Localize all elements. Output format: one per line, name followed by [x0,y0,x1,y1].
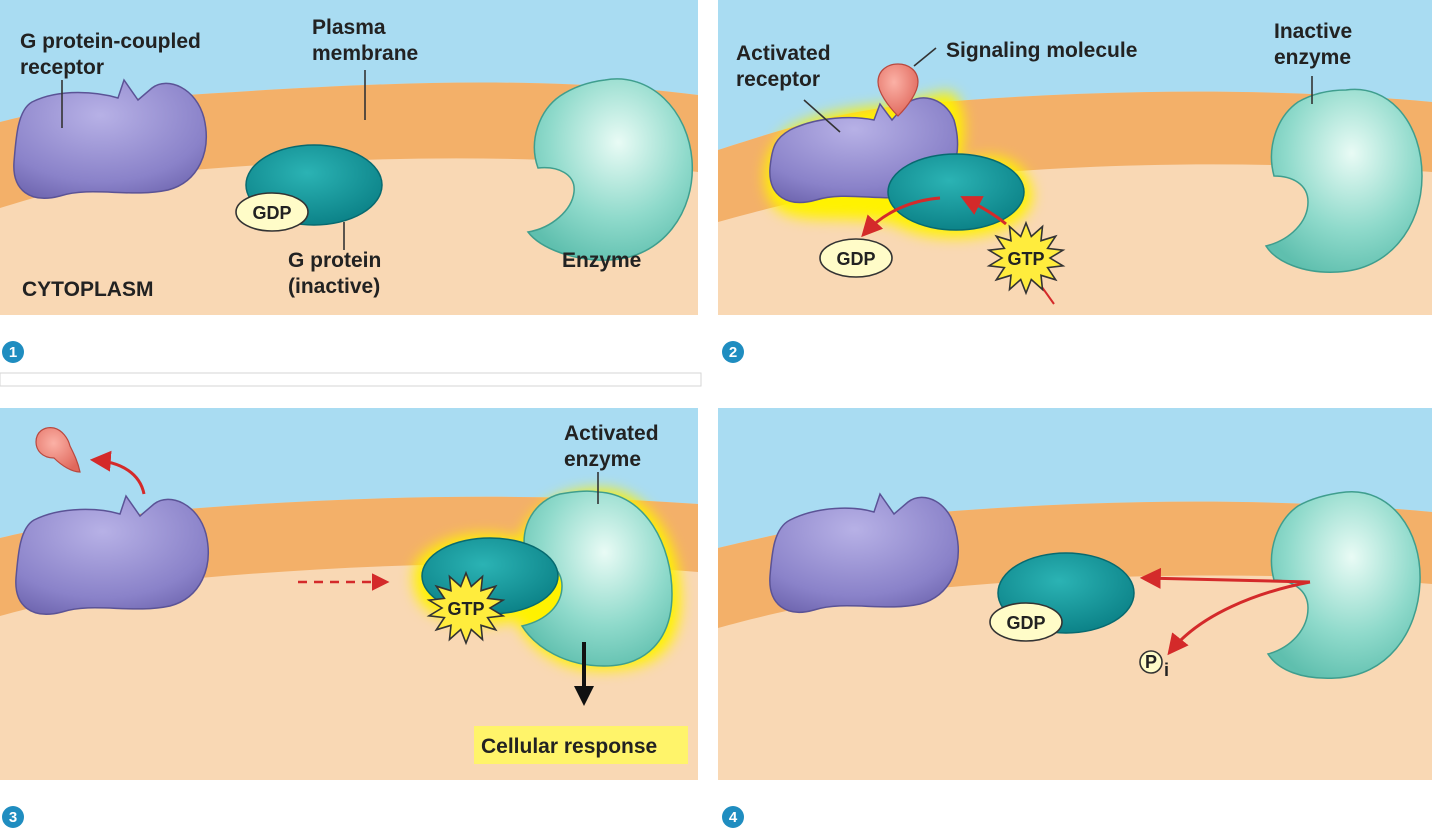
gdp-label-1: GDP [252,203,291,223]
step-badge-2: 2 [722,341,744,363]
receptor-3 [15,494,209,615]
label-gprotein-line1: G protein [288,249,381,272]
gdp-pill-1: GDP [235,192,309,232]
label-inactive-enzyme-line2: enzyme [1274,46,1351,69]
receptor-4 [769,492,959,613]
panel-4: GDP P i [718,408,1432,780]
gdp-label-4: GDP [1006,613,1045,633]
step-badge-1: 1 [2,341,24,363]
label-inactive-enzyme-line1: Inactive [1274,20,1352,43]
phosphate-icon: P i [1139,650,1169,680]
label-cellular-response: Cellular response [481,735,657,758]
gdp-pill-2: GDP [819,238,893,278]
label-gprotein-line2: (inactive) [288,275,380,298]
arrow-gtp-bind [960,196,1007,226]
label-signaling-molecule: Signaling molecule [946,39,1137,62]
phosphate-label: P [1145,652,1157,672]
label-membrane-line2: membrane [312,42,418,65]
label-cytoplasm: CYTOPLASM [22,278,153,301]
svg-text:1: 1 [9,344,17,361]
svg-text:3: 3 [9,809,17,826]
signaling-molecule-2 [877,63,919,117]
label-activated-receptor-line2: receptor [736,68,820,91]
label-enzyme-1: Enzyme [562,249,641,272]
response-highlight [474,726,688,764]
label-membrane-line1: Plasma [312,16,386,39]
step-badge-3: 3 [2,806,24,828]
g-protein-2 [887,153,1025,231]
arrow-signal-release [89,450,146,495]
enzyme-2 [1264,88,1423,273]
gtp-label-3: GTP [447,599,484,619]
gdp-pill-4: GDP [989,602,1063,642]
gtp-label-2: GTP [1007,249,1044,269]
receptor-1 [13,78,207,199]
gdp-label-2: GDP [836,249,875,269]
leader-receptor-2 [803,99,841,133]
leader-signal-2 [913,47,937,67]
label-activated-enzyme-line2: enzyme [564,448,641,471]
arrow-gdp-release [861,196,941,238]
divider [0,372,702,387]
arrow-gtp-hydrolysis [1139,567,1311,589]
arrow-phosphate-release [1167,580,1311,656]
label-gpcr-line2: receptor [20,56,104,79]
label-activated-enzyme-line1: Activated [564,422,659,445]
step-badge-4: 4 [722,806,744,828]
signaling-molecule-3 [35,427,81,473]
label-gpcr-line1: G protein-coupled [20,30,201,53]
panel-1: GDP G protein-coupled receptor Plasma me… [0,0,698,315]
phosphate-subscript: i [1164,660,1169,680]
enzyme-4 [1266,491,1421,679]
svg-text:4: 4 [729,809,738,826]
panel-2: GDP GTP Activated receptor Signaling mol… [718,0,1432,315]
panel-3: GTP Cellular response Activated enzyme [0,408,698,780]
enzyme-1 [526,78,694,261]
svg-text:2: 2 [729,344,737,361]
label-activated-receptor-line1: Activated [736,42,831,65]
enzyme-3 [520,490,673,667]
gtp-burst-3: GTP [426,570,506,646]
gtp-burst-2: GTP [986,220,1066,296]
